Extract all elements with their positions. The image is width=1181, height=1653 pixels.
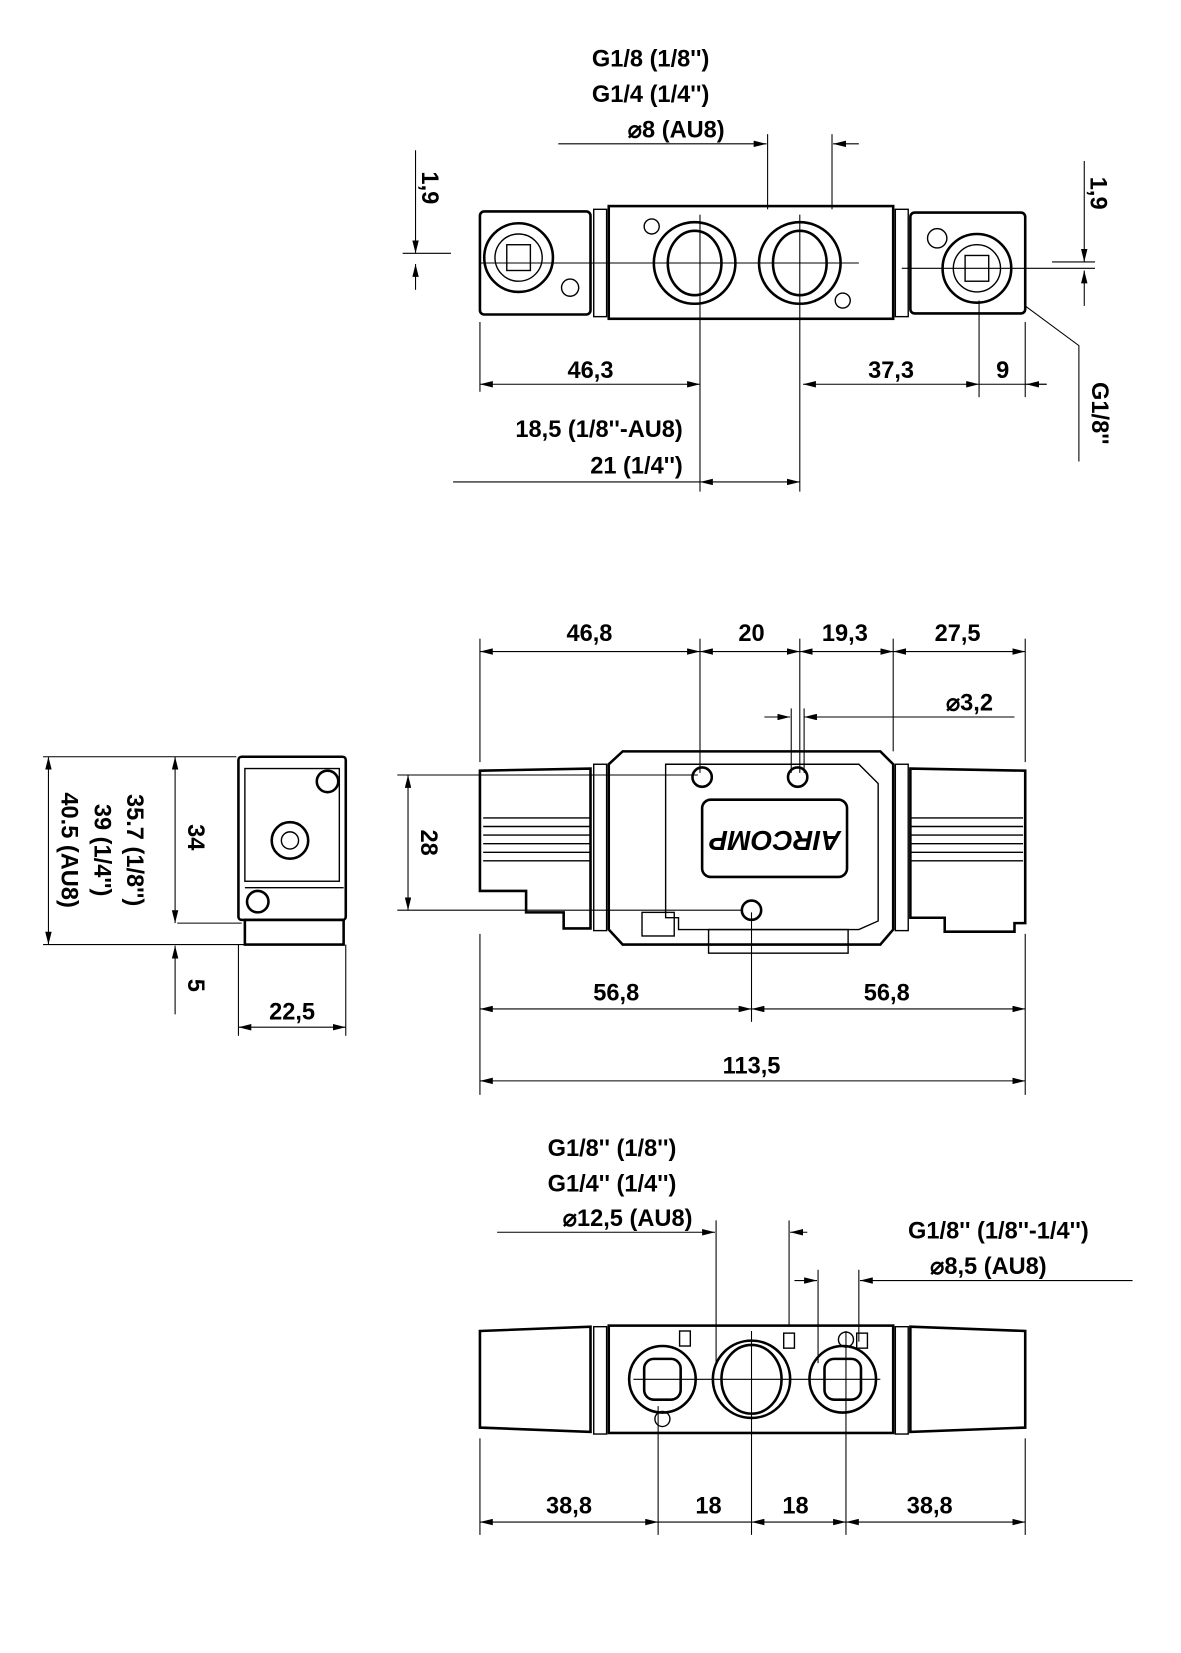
height-3-label: 40.5 (AU8) [55, 792, 81, 907]
half-left-label: 56,8 [593, 980, 639, 1006]
side-view: 40.5 (AU8) 39 (1/4'') 35.7 (1/8'') 34 5 … [43, 755, 348, 1036]
dim-4-label: 38,8 [907, 1493, 953, 1519]
dim-1-label: 38,8 [546, 1493, 592, 1519]
offset-right-label: 1,9 [1085, 177, 1111, 210]
dim-fitting-label: 9 [996, 358, 1009, 384]
logo-plate [700, 798, 849, 879]
mounting-hole-icon [786, 766, 809, 789]
height-2-label: 39 (1/4'') [89, 804, 115, 897]
hole-diameter-label: ⌀3,2 [946, 691, 993, 717]
bottom-view: G1/8'' (1/8'') G1/4'' (1/4'') ⌀12,5 (AU8… [478, 1136, 1133, 1535]
pitch-label: 21 (1/4'') [590, 453, 683, 479]
height-1-label: 35.7 (1/8'') [121, 794, 147, 906]
aircomp-logo: AIRCOMP [709, 825, 842, 856]
valve-body-bottom [478, 1324, 1027, 1435]
port-thread-label: G1/8 (1/8'') [592, 47, 710, 73]
center-thread-label: G1/8'' (1/8'') [548, 1136, 677, 1162]
front-view: 46,8 20 19,3 27,5 ⌀3,2 AIRCOMP [397, 621, 1027, 1095]
center-thread-label: G1/4'' (1/4'') [548, 1171, 677, 1197]
side-tube-label: ⌀8,5 (AU8) [930, 1254, 1047, 1280]
base-height-label: 5 [182, 979, 208, 992]
dim-2-label: 18 [695, 1493, 721, 1519]
pitch-label: 18,5 (1/8''-AU8) [515, 417, 682, 443]
dim-a-label: 46,8 [566, 621, 612, 647]
dim-d-label: 27,5 [935, 621, 981, 647]
port-tube-label: ⌀8 (AU8) [628, 117, 725, 143]
center-tube-label: ⌀12,5 (AU8) [563, 1206, 693, 1232]
valve-body-side [237, 755, 348, 946]
dim-b-label: 20 [738, 621, 764, 647]
pilot-port-label: G1/8'' [1086, 382, 1112, 444]
port-thread-label: G1/4 (1/4'') [592, 82, 710, 108]
valve-body-top [478, 204, 1095, 321]
dim-c-label: 19,3 [822, 621, 868, 647]
width-label: 22,5 [269, 1000, 315, 1026]
fitting-left-icon [482, 221, 555, 294]
dim-right-label: 37,3 [868, 358, 914, 384]
top-view: G1/8 (1/8'') G1/4 (1/4'') ⌀8 (AU8) 1,9 1… [402, 47, 1112, 492]
overall-length-label: 113,5 [723, 1053, 781, 1079]
dim-3-label: 18 [782, 1493, 808, 1519]
half-right-label: 56,8 [864, 980, 910, 1006]
mounting-hole-icon [691, 766, 714, 789]
side-thread-label: G1/8'' (1/8''-1/4'') [908, 1219, 1089, 1245]
dim-left-label: 46,3 [568, 358, 614, 384]
valve-body-front: AIRCOMP [478, 750, 1027, 954]
height-label: 28 [415, 829, 441, 855]
body-height-label: 34 [182, 824, 208, 850]
offset-left-label: 1,9 [416, 171, 442, 204]
